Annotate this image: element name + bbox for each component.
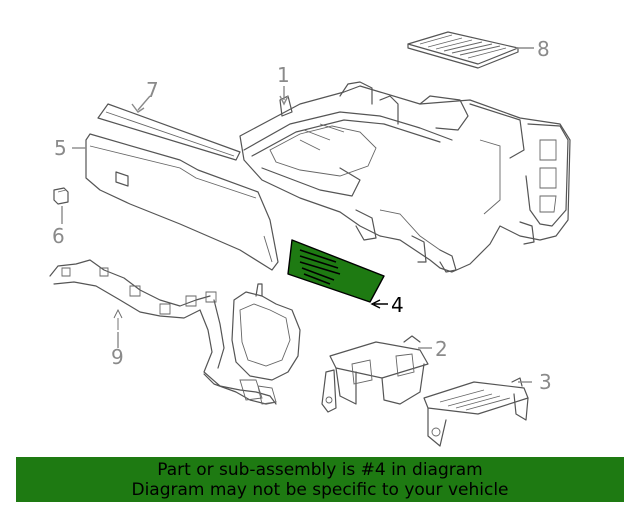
part-1-console-body[interactable]: [239, 81, 571, 273]
part-8-mat[interactable]: [407, 31, 519, 69]
part-2-bracket[interactable]: [321, 335, 429, 413]
part-4-panel-fill: [287, 239, 385, 303]
part-4-highlighted-panel[interactable]: [287, 239, 385, 303]
leader-4: [370, 299, 388, 309]
callout-6[interactable]: 6: [52, 224, 65, 248]
callout-2[interactable]: 2: [435, 337, 448, 361]
part-6-clip[interactable]: [53, 187, 69, 205]
callout-5[interactable]: 5: [54, 136, 67, 160]
banner-line-1: Part or sub-assembly is #4 in diagram: [157, 459, 483, 480]
leader-7: [131, 95, 151, 113]
leader-1: [279, 86, 289, 106]
info-banner: Part or sub-assembly is #4 in diagram Di…: [16, 457, 624, 502]
part-9-wiring-harness[interactable]: [49, 259, 301, 405]
parts-diagram: 1 2 3 4 5 6 7 8 9: [49, 31, 571, 447]
part-3-lower-bracket[interactable]: [423, 377, 529, 447]
callout-9[interactable]: 9: [111, 345, 124, 369]
callout-7[interactable]: 7: [146, 78, 159, 102]
part-7-trim-strip[interactable]: [97, 103, 241, 161]
callout-leaders: [61, 47, 534, 383]
callout-3[interactable]: 3: [539, 370, 552, 394]
callout-8[interactable]: 8: [537, 37, 550, 61]
callout-1[interactable]: 1: [277, 63, 290, 87]
part-5-side-panel[interactable]: [85, 133, 279, 271]
banner-line-2: Diagram may not be specific to your vehi…: [131, 479, 509, 500]
callout-4[interactable]: 4: [391, 293, 404, 317]
